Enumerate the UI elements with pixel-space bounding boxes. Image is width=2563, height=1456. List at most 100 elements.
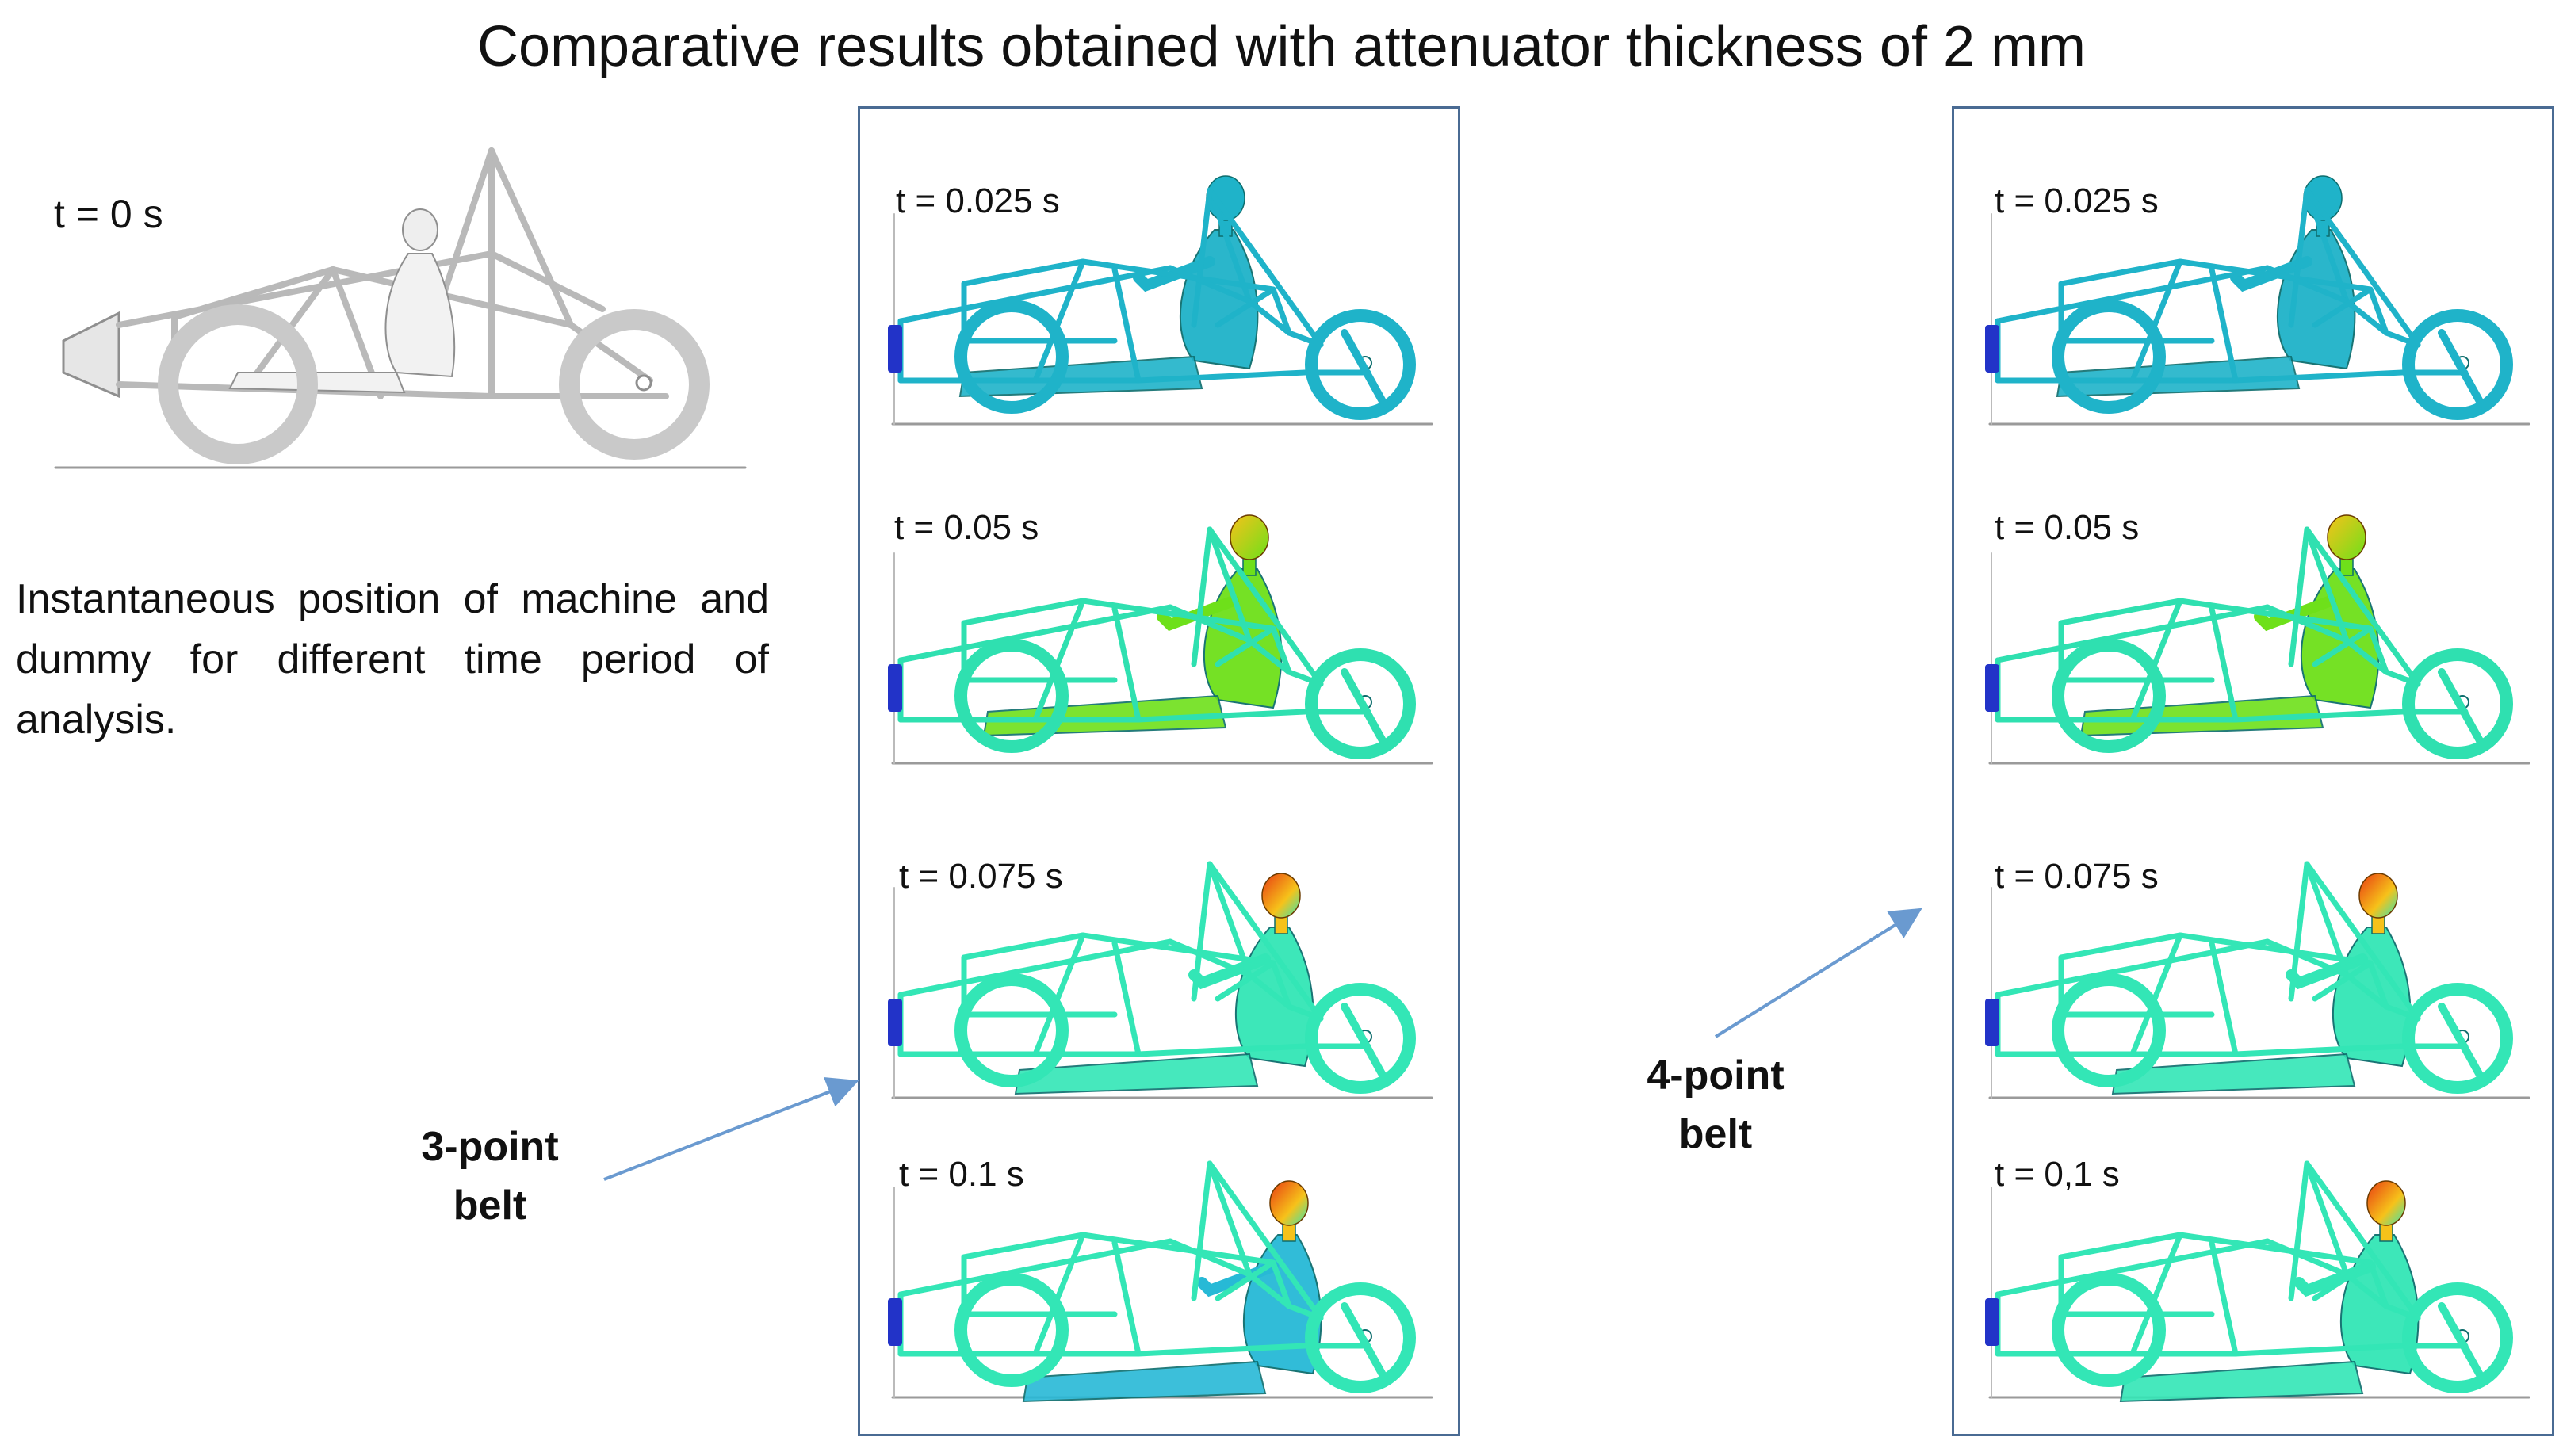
chassis-tube [171, 266, 336, 320]
initial-vehicle-drawing [54, 147, 747, 469]
panel1-frame3-time: t = 0.075 s [899, 857, 1063, 896]
panel2-frame1-time: t = 0.025 s [1995, 182, 2159, 220]
dummy-head [2327, 514, 2366, 560]
front-wheel [954, 639, 1069, 753]
chassis-tube [1246, 637, 1292, 675]
panel1-frame4-time: t = 0.1 s [899, 1155, 1024, 1194]
dummy-arm [2230, 256, 2312, 292]
rear-wheel [2402, 983, 2513, 1094]
chassis-tube [1167, 938, 1253, 978]
dummy-head [2366, 1180, 2406, 1226]
dummy-legs [2111, 1053, 2356, 1095]
rear-wheel [559, 309, 710, 460]
dummy-torso [384, 253, 456, 378]
chassis-tube [1135, 709, 1308, 723]
chassis-tube [2058, 1232, 2183, 1260]
front-wheel [158, 304, 318, 464]
chassis-tube [1167, 1238, 1253, 1278]
front-wheel [954, 1273, 1069, 1387]
chassis-tube [2304, 526, 2350, 644]
chassis-tube [897, 938, 1173, 998]
chassis-tube [2312, 960, 2374, 1002]
chassis-tube [1135, 1043, 1308, 1057]
chassis-tube [1270, 286, 1292, 336]
chassis-tube [1215, 286, 1276, 328]
belt-label-4-point: 4-point belt [1647, 1053, 1785, 1157]
chassis-tube [1111, 266, 1142, 384]
front-wheel [2052, 1273, 2166, 1387]
chassis-tube [2209, 940, 2239, 1057]
chassis-tube [2264, 1238, 2350, 1278]
chassis-tube [2288, 187, 2310, 328]
chassis-tube [2343, 972, 2389, 1010]
panel-4-point-belt [1952, 106, 2554, 1436]
chassis-tube [1032, 258, 1086, 384]
panel1-frame1-time: t = 0.025 s [896, 182, 1060, 220]
chassis-tube [2367, 625, 2389, 675]
chassis-tube [1215, 625, 1276, 667]
description-text: Instantaneous position of machine and du… [16, 576, 769, 743]
rear-suspension-arm [1341, 329, 1388, 408]
impact-attenuator [1985, 664, 1999, 712]
chassis-tube [2129, 258, 2183, 384]
rear-wheel [2402, 1282, 2513, 1393]
dummy-head [1230, 514, 1269, 560]
impact-attenuator [888, 1298, 902, 1346]
chassis-tube [1032, 1232, 1086, 1357]
chassis-tube [1111, 1240, 1142, 1357]
chassis-tube [1135, 1343, 1308, 1357]
chassis-tube [330, 266, 574, 328]
panel-3-point-belt [858, 106, 1460, 1436]
chassis-tube [2232, 709, 2405, 723]
initial-time-label: t = 0 s [54, 192, 163, 236]
chassis-tube [2232, 1043, 2405, 1057]
rear-wheel [1305, 648, 1416, 759]
chassis-tube [1270, 625, 1292, 675]
dummy-head [1269, 1180, 1309, 1226]
rear-suspension-arm [2438, 1302, 2485, 1381]
chassis-tube [2058, 258, 2183, 287]
front-wheel [954, 973, 1069, 1087]
chassis-tube [2058, 932, 2183, 961]
chassis-tube [897, 265, 1173, 324]
chassis-tube [1191, 187, 1213, 328]
impact-attenuator [888, 325, 902, 373]
chassis-tube [897, 604, 1173, 663]
chassis-tube [2304, 1160, 2350, 1278]
chassis-tube [2304, 861, 2350, 978]
impact-attenuator [1985, 325, 1999, 373]
rear-suspension-arm [1341, 1302, 1388, 1381]
panel1-frame2-model [888, 514, 1433, 765]
dummy-arm [1157, 595, 1239, 632]
chassis-tube [1207, 1160, 1324, 1321]
chassis-tube [2304, 187, 2421, 348]
dummy-figure [1022, 1180, 1322, 1403]
dummy-head [2358, 873, 2398, 919]
chassis-tube [1207, 187, 1324, 348]
chassis-tube [2367, 286, 2389, 336]
chassis-tube [1167, 265, 1253, 304]
panel2-frame4-time: t = 0,1 s [1995, 1155, 2120, 1194]
rear-wheel [1305, 983, 1416, 1094]
chassis-tube [1032, 598, 1086, 723]
figure-title: Comparative results obtained with attenu… [477, 15, 2086, 78]
panel2-frame4-model [1985, 1160, 2530, 1403]
panel2-frame1-model [1985, 175, 2530, 426]
chassis-tube [1246, 298, 1292, 336]
chassis-tube [2312, 1259, 2374, 1301]
nose-cone [62, 311, 120, 399]
chassis-tube [1191, 861, 1213, 1002]
dummy-head [402, 208, 438, 251]
chassis-tube [2304, 861, 2421, 1022]
panel1-frame4-model [888, 1160, 1433, 1403]
chassis-tube [961, 258, 1086, 287]
impact-attenuator [1985, 999, 1999, 1046]
rear-wheel [1305, 1282, 1416, 1393]
chassis-tube [2209, 1240, 2239, 1357]
chassis-tube [488, 147, 574, 328]
chassis-tube [2058, 598, 2183, 626]
chassis-tube [2367, 1259, 2389, 1309]
chassis-tube [2343, 298, 2389, 336]
chassis-tube [2232, 369, 2405, 384]
